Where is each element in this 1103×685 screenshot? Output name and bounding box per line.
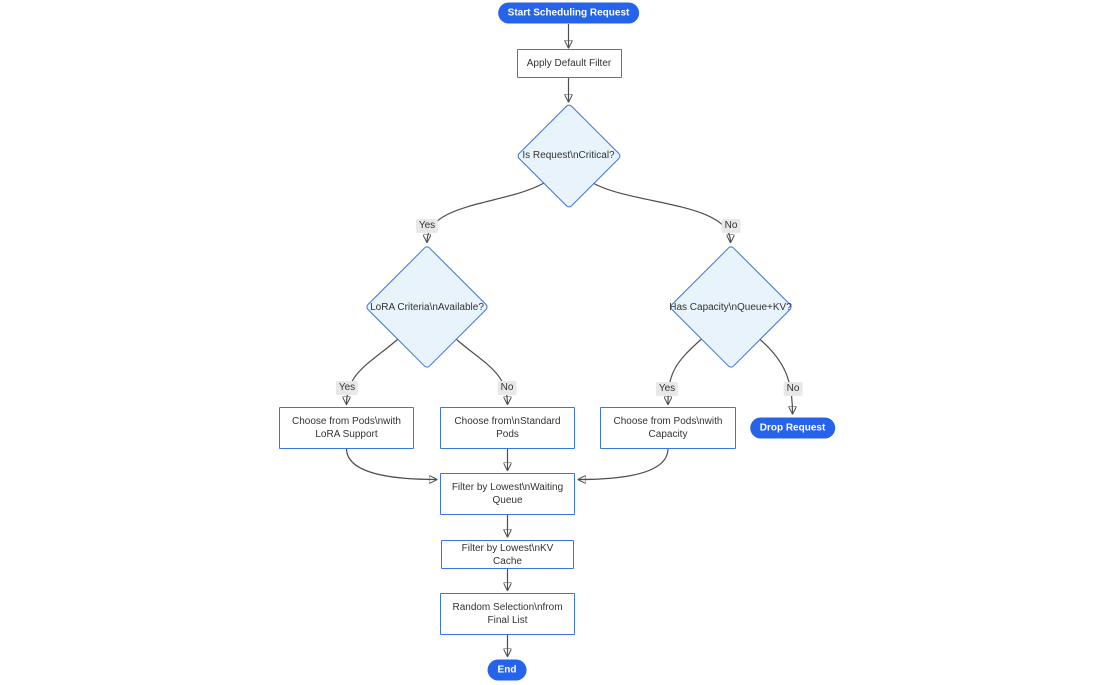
node-label: Apply Default Filter bbox=[526, 57, 612, 69]
decision-label: LoRA Criteria\nAvailable? bbox=[370, 301, 484, 313]
node-drop-request-label: Drop Request bbox=[759, 422, 826, 433]
edge-label-capacity-yes: Yes bbox=[655, 382, 679, 396]
decision-label: Has Capacity\nQueue+KV? bbox=[669, 301, 792, 313]
node-choose-pods-lora: Choose from Pods\nwith LoRA Support bbox=[279, 407, 414, 449]
node-random-selection: Random Selection\nfrom Final List bbox=[440, 593, 575, 635]
decision-lora-criteria-available: LoRA Criteria\nAvailable? bbox=[364, 244, 490, 370]
edge-label-lora-no: No bbox=[497, 381, 517, 395]
edge-choose-capacity-to-filter-queue bbox=[579, 448, 669, 480]
node-label-line: Capacity bbox=[648, 428, 688, 440]
node-start-label: Start Scheduling Request bbox=[507, 7, 630, 19]
node-end: End bbox=[487, 659, 527, 681]
node-label: Filter by Lowest\nKV Cache bbox=[461, 542, 554, 567]
edge-label-capacity-no: No bbox=[783, 382, 803, 396]
node-filter-waiting-queue: Filter by Lowest\nWaiting Queue bbox=[440, 473, 575, 515]
node-apply-default-filter: Apply Default Filter bbox=[516, 49, 622, 78]
node-choose-standard-pods: Choose from\nStandard Pods bbox=[440, 407, 575, 449]
node-start: Start Scheduling Request bbox=[497, 2, 640, 24]
node-end-label: End bbox=[497, 664, 517, 676]
node-label-line: Choose from Pods\nwith bbox=[613, 415, 723, 427]
decision-label: Is Request\nCritical? bbox=[522, 150, 615, 161]
decision-is-request-critical: Is Request\nCritical? bbox=[515, 102, 622, 209]
node-drop-request: Drop Request bbox=[749, 417, 836, 438]
edge-label-critical-no: No bbox=[721, 219, 741, 233]
decision-has-capacity-queue-kv: Has Capacity\nQueue+KV? bbox=[668, 244, 793, 370]
edge-choose-lora-to-filter-queue bbox=[345, 448, 437, 480]
node-choose-pods-capacity: Choose from Pods\nwith Capacity bbox=[600, 407, 736, 449]
edge-label-lora-yes: Yes bbox=[335, 381, 359, 395]
node-label-line: LoRA Support bbox=[315, 428, 378, 440]
node-label-line: Random Selection\nfrom bbox=[452, 601, 563, 613]
node-label-line: Choose from\nStandard bbox=[454, 415, 561, 427]
node-filter-kv-cache: Filter by Lowest\nKV Cache bbox=[441, 540, 574, 569]
edge-label-critical-yes: Yes bbox=[415, 219, 439, 233]
node-label-line: Queue bbox=[492, 495, 523, 506]
node-label-line: Filter by Lowest\nWaiting bbox=[451, 482, 564, 493]
node-label-line: Final List bbox=[487, 614, 528, 626]
node-label-line: Pods bbox=[496, 428, 519, 440]
node-label-line: Choose from Pods\nwith bbox=[292, 415, 401, 427]
